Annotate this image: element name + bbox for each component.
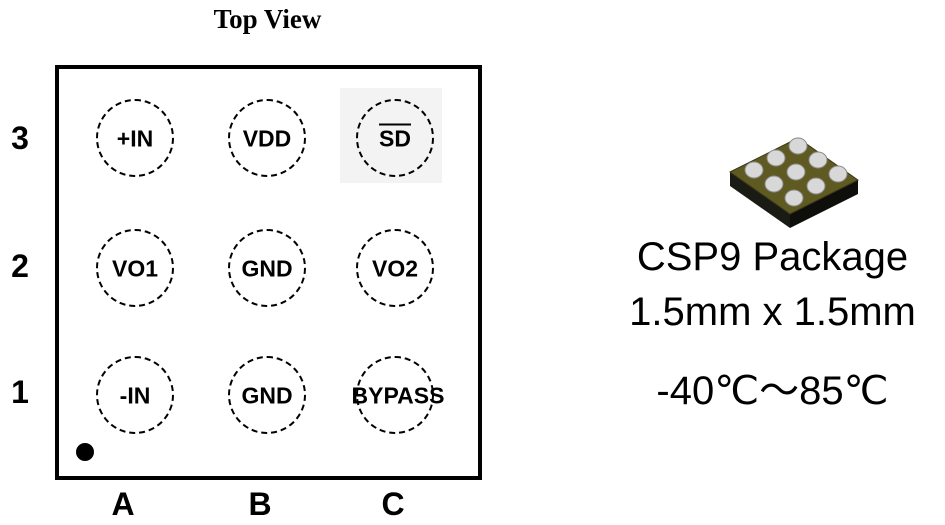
- solder-ball: [788, 137, 808, 155]
- package-size: 1.5mm x 1.5mm: [629, 290, 916, 334]
- solder-ball: [744, 161, 764, 179]
- pin-a2-label: VO1: [111, 255, 159, 282]
- solder-ball: [808, 151, 828, 169]
- pin-b2-outline: [228, 229, 306, 307]
- diagram-title: Top View: [213, 4, 322, 34]
- solder-balls: [744, 137, 848, 207]
- solder-ball: [784, 189, 804, 207]
- solder-ball: [806, 177, 826, 195]
- column-label-a: A: [111, 486, 135, 522]
- pin-c1-label: BYPASS: [351, 382, 445, 409]
- pin-a1-label: -IN: [119, 382, 151, 409]
- solder-ball: [764, 175, 784, 193]
- pin-c3-outline: [356, 99, 434, 177]
- pin-c3-label: SD: [379, 125, 411, 152]
- csp9-package-image: [729, 137, 859, 228]
- pin-b1-outline: [228, 356, 306, 434]
- package-name: CSP9 Package: [636, 235, 909, 279]
- chip-body-right-side: [790, 180, 858, 228]
- pin-a2-outline: [96, 229, 174, 307]
- pin-c2-label: VO2: [371, 255, 419, 282]
- row-label-3: 3: [11, 120, 29, 156]
- pin-a3-outline: [96, 99, 174, 177]
- pin-a3-label: +IN: [116, 125, 154, 152]
- temperature-range: -40℃～85℃: [656, 369, 889, 413]
- solder-ball: [766, 149, 786, 167]
- pin-c2-outline: [356, 229, 434, 307]
- pin-b2-label: GND: [241, 255, 293, 282]
- column-label-b: B: [248, 486, 272, 522]
- pin-a1-outline: [96, 356, 174, 434]
- pin-b3-label: VDD: [242, 125, 292, 152]
- row-label-1: 1: [11, 374, 29, 410]
- pin-b1-label: GND: [241, 382, 293, 409]
- pin-b3-outline: [228, 99, 306, 177]
- solder-ball: [828, 165, 848, 183]
- chip-body-left-side: [730, 172, 790, 228]
- solder-ball: [786, 163, 806, 181]
- column-label-c: C: [381, 486, 405, 522]
- pin1-indicator-dot: [76, 443, 94, 461]
- package-outline: [55, 65, 482, 480]
- pin-c1-outline: [356, 356, 434, 434]
- row-label-2: 2: [11, 248, 29, 284]
